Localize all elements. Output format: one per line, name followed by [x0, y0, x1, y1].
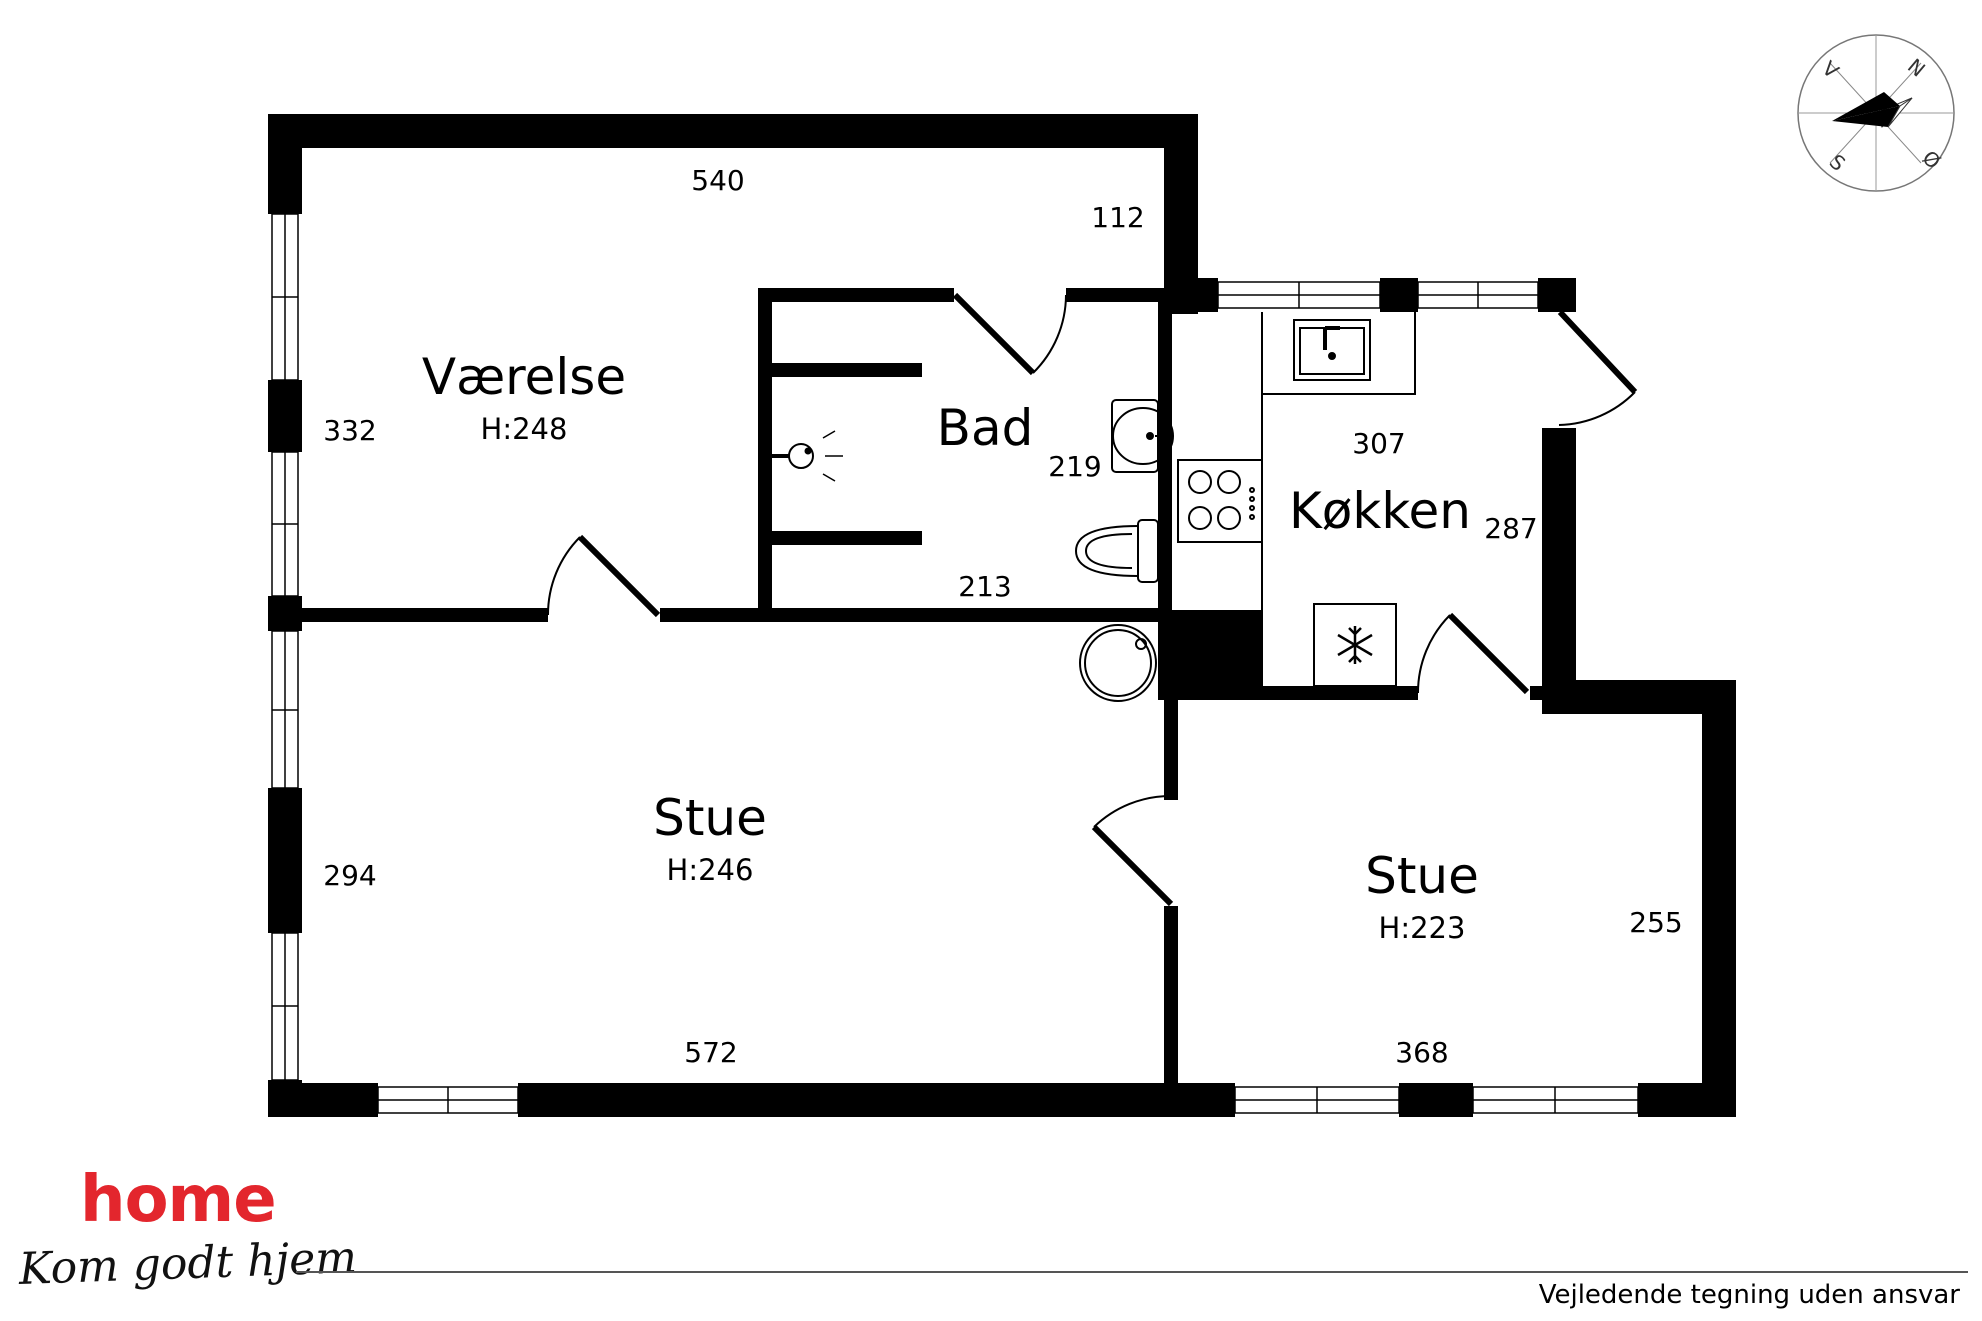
room-height-vaerelse: H:248 — [481, 412, 568, 446]
room-height-stue-main: H:246 — [667, 853, 754, 887]
room-label-stue-main: Stue — [653, 789, 767, 847]
windows — [271, 213, 1639, 1114]
compass-east: Ø — [1918, 145, 1945, 174]
brand-name: home — [80, 1163, 277, 1237]
room-label-stue-small: Stue — [1365, 847, 1479, 905]
room-label-bad: Bad — [937, 399, 1034, 457]
toilet-icon — [1074, 519, 1159, 583]
water-heater-icon — [1079, 624, 1157, 702]
walls — [268, 114, 1736, 1117]
shower-icon — [772, 430, 843, 482]
dimension-stue-small-right: 255 — [1629, 906, 1682, 939]
kitchen-sink-icon — [1261, 312, 1416, 395]
brand-logo: home Kom godt hjem — [18, 1163, 358, 1318]
doors — [546, 292, 1638, 907]
dimension-bad-right: 219 — [1048, 450, 1101, 483]
dimension-bad-bottom: 213 — [958, 570, 1011, 603]
compass-north: N — [1903, 54, 1930, 82]
room-label-vaerelse: Værelse — [422, 348, 626, 406]
counter-outline — [1261, 393, 1415, 686]
compass-west: V — [1818, 56, 1844, 83]
dimension-stue-main-bottom: 572 — [684, 1036, 737, 1069]
dimension-vaerelse-side: 112 — [1091, 201, 1144, 234]
compass-rose-icon — [1797, 34, 1955, 192]
dimension-stue-main-left: 294 — [323, 859, 376, 892]
stove-icon — [1177, 459, 1263, 543]
footer-divider — [296, 1271, 1968, 1273]
dimension-kokken-top: 307 — [1352, 427, 1405, 460]
dimension-kokken-right: 287 — [1484, 512, 1537, 545]
washbasin-icon — [1111, 399, 1174, 473]
dimension-vaerelse-left: 332 — [323, 414, 376, 447]
footer-disclaimer: Vejledende tegning uden ansvar — [1538, 1280, 1960, 1310]
room-label-kokken: Køkken — [1289, 482, 1471, 540]
compass-south: S — [1825, 149, 1850, 176]
fridge-icon — [1313, 603, 1397, 687]
room-height-stue-small: H:223 — [1379, 911, 1466, 945]
dimension-stue-small-bottom: 368 — [1395, 1036, 1448, 1069]
dimension-vaerelse-top: 540 — [691, 164, 744, 197]
